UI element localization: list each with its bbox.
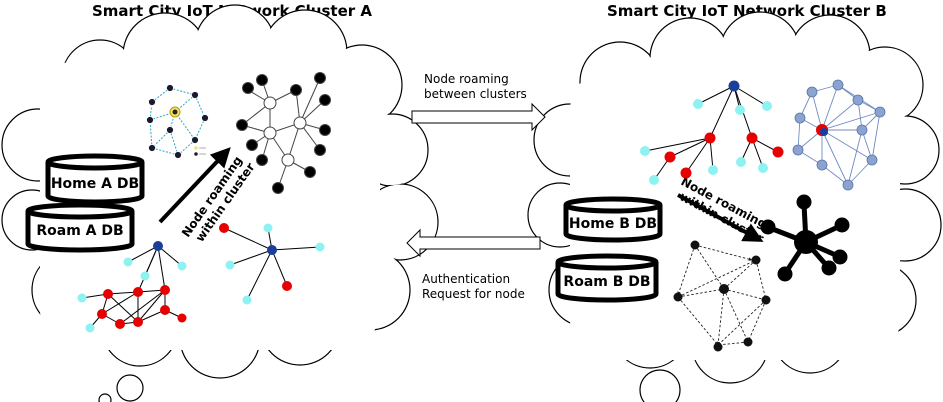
roaming-between-clusters-arrow [411, 102, 546, 132]
cluster-b-tree-nodes [640, 80, 784, 185]
cluster-b-blue-mesh-nodes [792, 79, 886, 191]
cluster-b-black-star-nodes [760, 194, 850, 282]
auth-caption-line1: Authentication [422, 272, 511, 286]
authentication-request-arrow [406, 228, 541, 258]
small-graph-legend [194, 146, 206, 156]
roam-b-db-label: Roam B DB [563, 274, 650, 290]
within-cluster-arrow-b [677, 193, 764, 242]
home-a-db: Home A DB [45, 153, 145, 205]
roam-a-db: Roam A DB [25, 202, 135, 253]
cluster-a-star-graph [223, 227, 321, 301]
cluster-a-red-mesh-nodes [77, 241, 187, 333]
roaming-caption-line2: between clusters [424, 87, 527, 101]
roaming-between-clusters-caption: Node roaming between clusters [424, 72, 527, 102]
roaming-caption-line1: Node roaming [424, 72, 509, 86]
within-cluster-arrow-a [158, 147, 231, 224]
cluster-a-star-graph-nodes [219, 223, 325, 305]
auth-caption-line2: Request for node [422, 287, 525, 301]
authentication-request-caption: Authentication Request for node [422, 272, 525, 302]
cloud-a-fill [3, 6, 437, 377]
home-a-db-label: Home A DB [51, 176, 139, 192]
cluster-b-dashed-graph [677, 244, 767, 347]
home-b-db: Home B DB [563, 196, 663, 243]
roam-b-db: Roam B DB [555, 253, 659, 303]
roam-a-db-label: Roam A DB [36, 223, 123, 239]
cluster-b-title: Smart City IoT Network Cluster B [607, 2, 887, 20]
cluster-a-small-graph-nodes [146, 84, 209, 159]
home-b-db-label: Home B DB [569, 216, 657, 232]
cluster-b-dashed-graph-nodes [673, 240, 771, 352]
cluster-a-bw-tree-nodes [236, 72, 331, 194]
